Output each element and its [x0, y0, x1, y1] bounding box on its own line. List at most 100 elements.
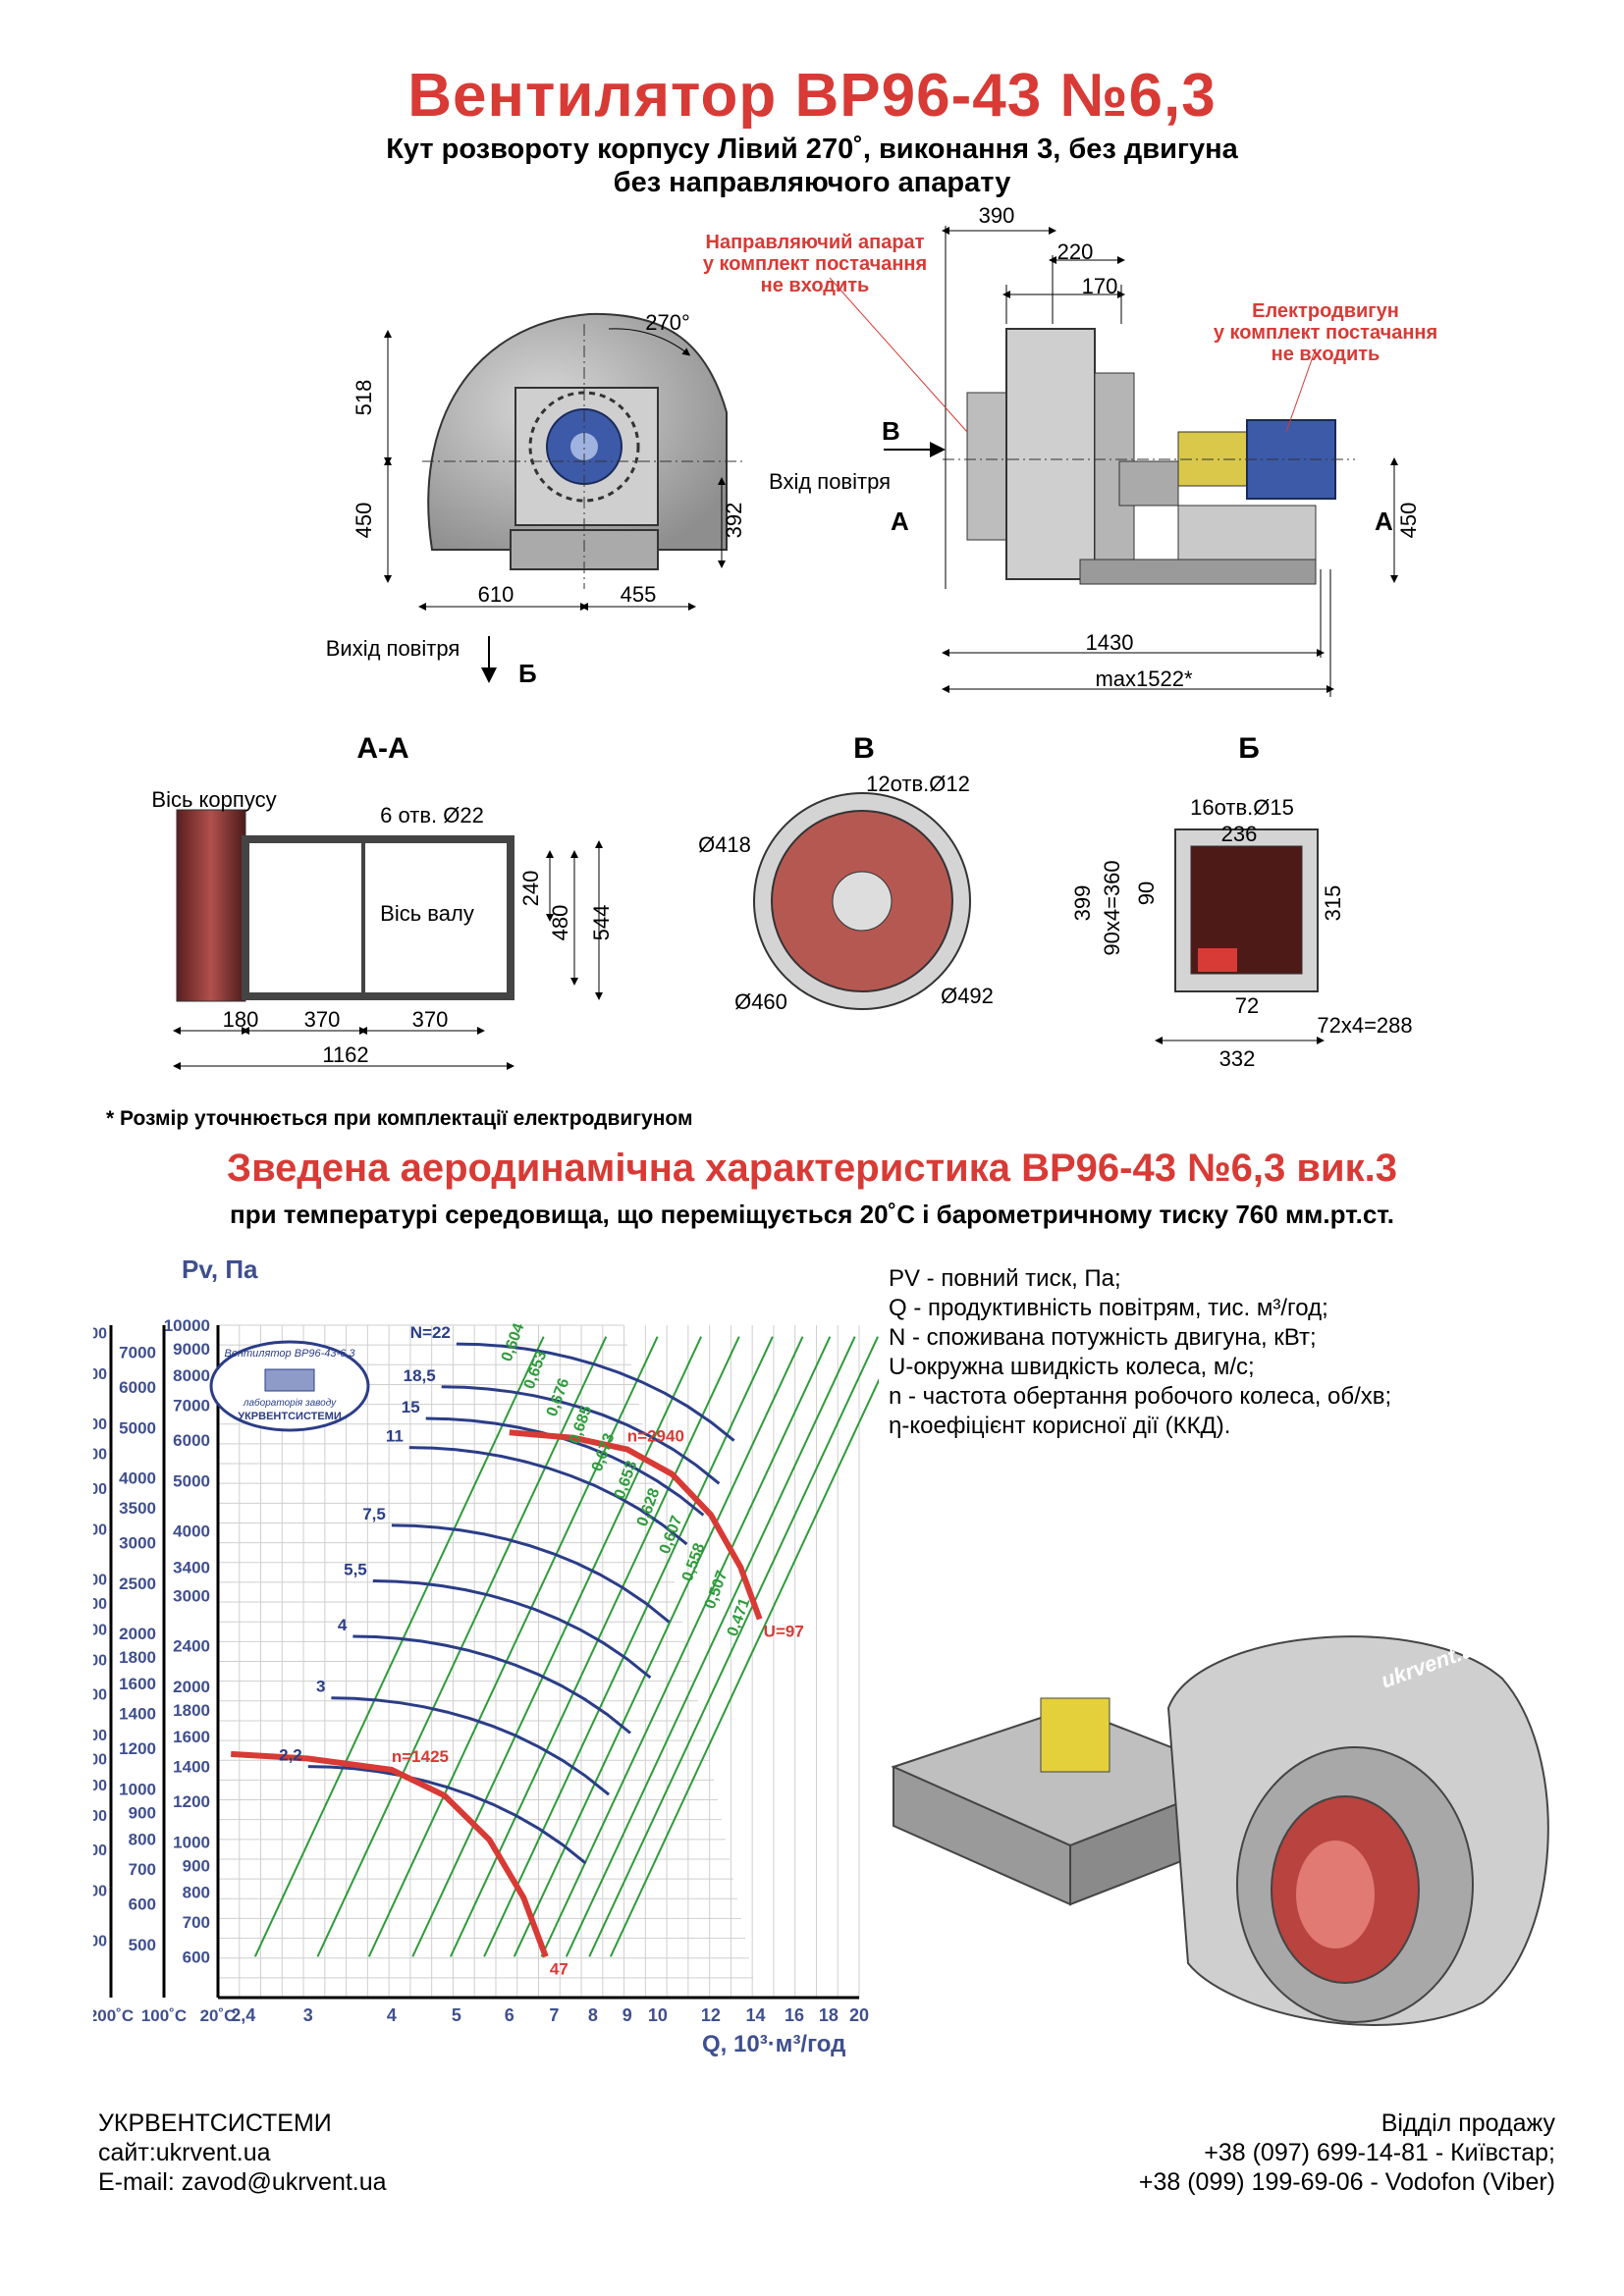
y-tick-100c: 4000 — [119, 1469, 156, 1488]
y-tick-20c: 3000 — [173, 1586, 210, 1605]
footer-phone-1[interactable]: +38 (097) 699-14-81 - Київстар; — [1204, 2139, 1555, 2166]
holes-b: 16отв.Ø15 — [1190, 795, 1294, 820]
efficiency-line — [513, 1336, 804, 1957]
efficiency-label: 0,507 — [702, 1569, 731, 1612]
speed-curve — [509, 1429, 763, 1621]
side-dim-450: 450 — [1396, 503, 1421, 539]
y-tick-20c: 5000 — [173, 1471, 210, 1490]
power-label: 15 — [402, 1398, 420, 1416]
y-tick-20c: 2400 — [173, 1636, 210, 1655]
x-tick-label: 10 — [648, 2005, 668, 2025]
view-b: Б 16отв.Ø15 236 399 90x4=360 90 315 72 7… — [1070, 732, 1413, 1071]
section-aa-title: А-А — [356, 732, 408, 765]
y-tick-200c: 5000 — [93, 1366, 107, 1383]
y-tick-20c: 900 — [183, 1857, 210, 1876]
x-tick-label: 14 — [745, 2005, 765, 2025]
dim-72: 72 — [1235, 993, 1259, 1018]
footer-site[interactable]: сайт:ukrvent.ua — [98, 2139, 271, 2166]
x-tick-label: 5 — [452, 2005, 461, 2025]
power-label: 2,2 — [279, 1746, 302, 1765]
x-tick-label: 9 — [623, 2005, 632, 2025]
y-tick-100c: 5000 — [119, 1419, 156, 1438]
x-tick-label: 16 — [785, 2005, 804, 2025]
dim-max1522: max1522* — [1095, 667, 1193, 691]
power-label: N=22 — [410, 1323, 451, 1342]
dim-1430: 1430 — [1086, 630, 1134, 655]
subtitle-line-1: Кут розвороту корпусу Лівий 270˚, викона… — [386, 133, 1238, 165]
power-label: 7,5 — [362, 1505, 386, 1523]
dim-480: 480 — [548, 905, 572, 941]
y-tick-100c: 2500 — [119, 1575, 156, 1593]
y-tick-100c: 900 — [129, 1804, 156, 1823]
dim-1162: 1162 — [322, 1042, 368, 1067]
side-view: 390 220 170 1430 max1522* 450 В А А Вхід… — [769, 203, 1421, 697]
y-axis-label: Pv, Па — [182, 1255, 258, 1284]
y-tick-20c: 600 — [183, 1948, 210, 1966]
y-tick-100c: 1200 — [119, 1739, 156, 1758]
x-tick-label: 12 — [701, 2005, 721, 2025]
x-tick-label: 8 — [588, 2005, 598, 2025]
y-tick-100c: 7000 — [119, 1344, 156, 1362]
power-curves — [307, 1342, 735, 1865]
power-curve — [441, 1385, 721, 1485]
efficiency-line — [367, 1336, 659, 1957]
footer-right: Відділ продажу +38 (097) 699-14-81 - Киї… — [1139, 2109, 1555, 2197]
y-tick-100c: 700 — [129, 1860, 156, 1879]
y-tick-200c: 900 — [93, 1751, 107, 1768]
section-aa: А-А Вісь корпусу 6 отв. Ø22 Вісь валу 24… — [151, 732, 614, 1070]
y-tick-20c: 1800 — [173, 1701, 210, 1720]
y-tick-100c: 2000 — [119, 1625, 156, 1643]
chart-section-subtitle: при температурі середовища, що переміщує… — [230, 1200, 1394, 1229]
y-tick-200c: 800 — [93, 1778, 107, 1794]
legend-n: N - споживана потужність двигуна, кВт; — [889, 1324, 1317, 1351]
speed-curves — [231, 1429, 763, 1958]
footer-left: УКРВЕНТСИСТЕМИ сайт:ukrvent.ua E-mail: z… — [98, 2109, 387, 2197]
y-tick-100c: 1400 — [119, 1705, 156, 1724]
chart-legend: PV - повний тиск, Па; Q - продуктивність… — [889, 1264, 1391, 1441]
y-tick-100c: 1600 — [119, 1675, 156, 1693]
holes-aa: 6 отв. Ø22 — [380, 803, 484, 828]
front-view: 518 450 392 610 455 270° Вихід повітря Б — [326, 310, 746, 688]
power-label: 18,5 — [404, 1366, 436, 1385]
dim-518: 518 — [352, 380, 376, 416]
outlet-mark: Б — [518, 659, 537, 688]
x-tick-label: 6 — [505, 2005, 514, 2025]
view-b-title: Б — [1238, 732, 1260, 765]
y-tick-20c: 10000 — [164, 1316, 210, 1335]
efficiency-line — [411, 1336, 703, 1957]
power-curve — [372, 1579, 652, 1680]
efficiency-label: 0,471 — [725, 1596, 754, 1639]
x-tick-label: 18 — [819, 2005, 839, 2025]
efficiency-line — [483, 1336, 774, 1957]
efficiency-line — [588, 1336, 879, 1957]
dim-315: 315 — [1321, 885, 1345, 922]
dim-399: 399 — [1070, 885, 1095, 922]
dim-332: 332 — [1219, 1046, 1256, 1071]
axis-body-label: Вісь корпусу — [151, 787, 276, 812]
dim-392: 392 — [722, 503, 746, 539]
footnote: * Розмір уточнюється при комплектації ел… — [106, 1107, 693, 1130]
efficiency-line — [253, 1336, 545, 1957]
y-tick-20c: 8000 — [173, 1366, 210, 1385]
y-tick-200c: 1200 — [93, 1687, 107, 1704]
y-tick-100c: 500 — [129, 1936, 156, 1954]
power-curve — [456, 1342, 735, 1442]
dim-610: 610 — [478, 582, 514, 607]
angle-270: 270° — [645, 310, 690, 335]
efficiency-label: 0,673 — [589, 1431, 619, 1474]
y-tick-200c: 2000 — [93, 1573, 107, 1589]
temp-label: 20˚C — [200, 2006, 237, 2025]
efficiency-line — [540, 1336, 832, 1957]
footer-phone-2[interactable]: +38 (099) 199-69-06 - Vodofon (Viber) — [1138, 2168, 1555, 2196]
mark-v: В — [882, 416, 900, 446]
lab-stamp: Вентилятор ВР96-43-6,3 лабораторія завод… — [209, 1340, 370, 1432]
dim-240: 240 — [518, 871, 543, 907]
y-tick-20c: 700 — [183, 1913, 210, 1932]
legend-pv: PV - повний тиск, Па; — [889, 1265, 1121, 1292]
footer-email[interactable]: E-mail: zavod@ukrvent.ua — [98, 2168, 387, 2196]
dim-90: 90 — [1134, 881, 1159, 905]
fan-3d-render: ukrvent.ua — [891, 1632, 1549, 2026]
efficiency-line — [565, 1336, 856, 1957]
